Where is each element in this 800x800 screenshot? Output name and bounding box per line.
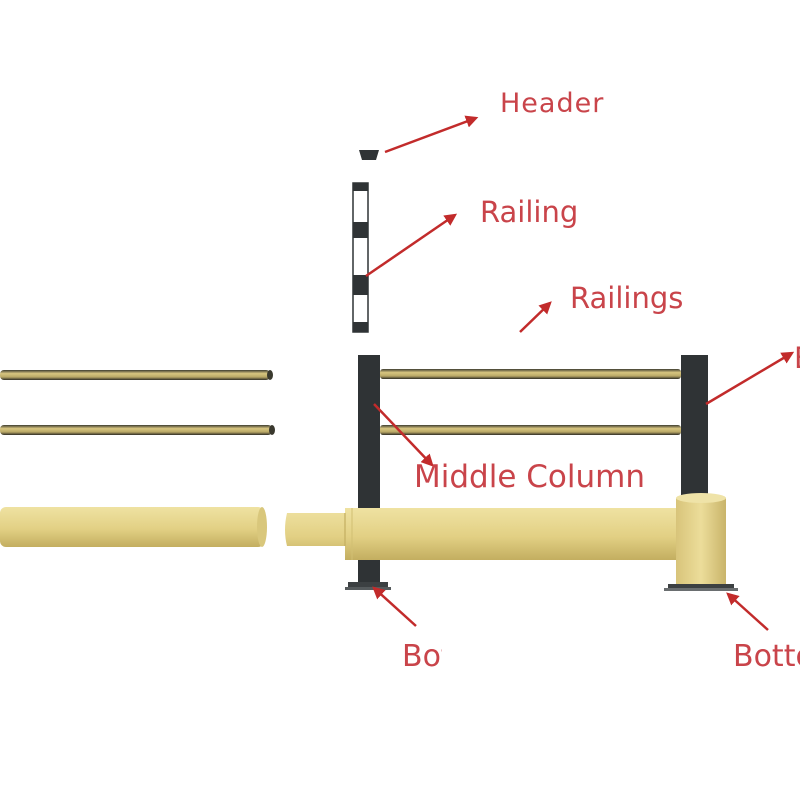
left-lower-rail — [0, 425, 275, 435]
arrow-bottom-left — [372, 586, 417, 627]
right-bottom-pipe — [285, 508, 690, 560]
right-lower-rail — [380, 425, 681, 435]
arrow-bottom-right — [726, 592, 769, 631]
header-cap — [359, 150, 379, 160]
left-upper-rail — [0, 370, 273, 380]
arrow-middle-column — [373, 403, 434, 467]
label-header: Header — [500, 88, 605, 119]
arrow-header — [384, 115, 479, 154]
right-upper-rail — [380, 369, 681, 379]
label-bottom-right: Bottom — [733, 642, 800, 672]
label-middle-column: Middle Column — [414, 459, 645, 495]
label-railings: Railings — [570, 281, 684, 315]
label-railing: Railing — [480, 195, 579, 229]
railing-post — [352, 182, 369, 333]
label-bottom-left: Bottom — [402, 642, 442, 672]
right-post-elbow — [664, 493, 738, 591]
arrow-railing — [365, 213, 458, 278]
left-bottom-pipe — [0, 507, 267, 547]
right-column — [681, 355, 708, 510]
label-right-column: E — [794, 344, 800, 373]
arrow-right-column — [705, 351, 795, 406]
arrow-railings — [519, 301, 552, 333]
